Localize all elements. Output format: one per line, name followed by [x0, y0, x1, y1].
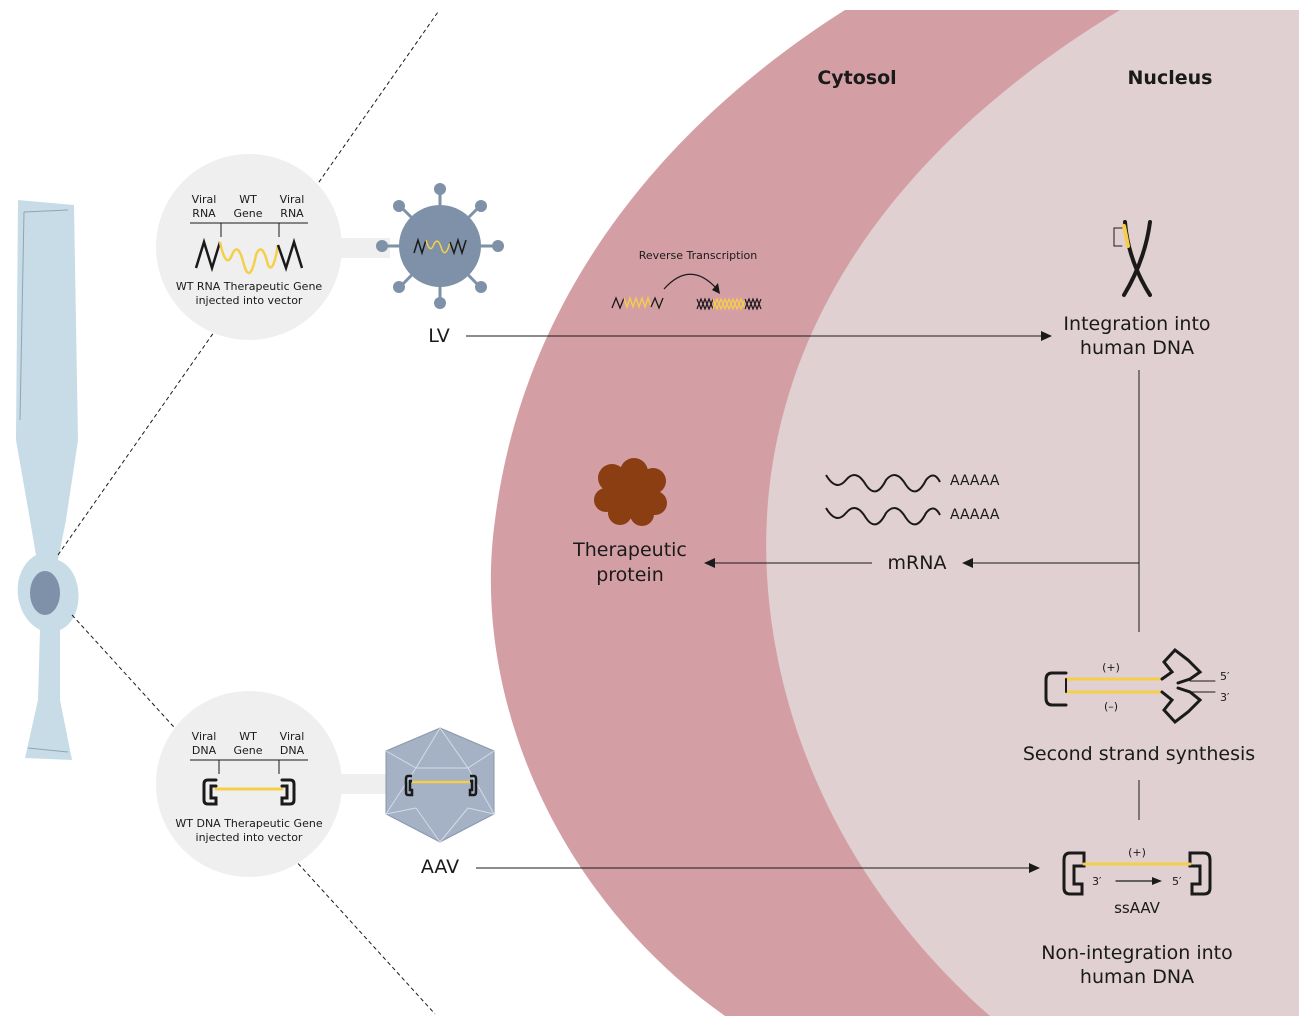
five-prime-top-label: 5′	[1220, 670, 1230, 683]
aav-inset-caption-2: injected into vector	[196, 831, 303, 844]
non-integration-label-2: human DNA	[1080, 966, 1194, 988]
lentivirus-icon	[376, 183, 504, 309]
ssaav-label: ssAAV	[1114, 899, 1161, 917]
viral-dna-right-label-2: DNA	[280, 744, 305, 757]
mrna-to-protein-arrow	[704, 558, 872, 568]
lv-inset-labels: Viral RNA WT Gene Viral RNA	[192, 193, 305, 220]
viral-dna-left-label: Viral	[192, 730, 217, 743]
to-mrna-arrow	[962, 558, 1139, 568]
lv-inset-caption: WT RNA Therapeutic Gene	[176, 280, 323, 293]
reverse-transcription-label: Reverse Transcription	[639, 249, 757, 262]
wt-gene-dna-label-2: Gene	[233, 744, 262, 757]
integration-label-2: human DNA	[1080, 337, 1194, 359]
therapeutic-protein-label-2: protein	[596, 564, 664, 586]
ssaav-icon	[1062, 851, 1212, 896]
nucleus-region	[766, 10, 1299, 1016]
double-strand-aav-icon	[1044, 647, 1216, 725]
poly-a-tail-2: AAAAA	[950, 507, 1000, 523]
cytosol-label: Cytosol	[817, 67, 896, 89]
lv-connector	[335, 238, 390, 258]
aav-capsid-icon	[385, 727, 495, 843]
mrna-label: mRNA	[888, 552, 947, 574]
reverse-transcription-icon	[611, 273, 762, 311]
cell-nucleus	[30, 571, 60, 615]
aav-inset-caption: WT DNA Therapeutic Gene	[175, 817, 322, 830]
second-strand-label: Second strand synthesis	[1023, 743, 1255, 765]
aav-to-ssaav-arrow	[476, 863, 1040, 873]
aav-inset-labels: Viral DNA WT Gene Viral DNA	[192, 730, 305, 757]
non-integration-label: Non-integration into	[1041, 942, 1233, 964]
viral-dna-right-label: Viral	[280, 730, 305, 743]
viral-rna-right-label-2: RNA	[280, 207, 304, 220]
protein-icon	[594, 458, 667, 526]
three-prime-top-label: 3′	[1220, 691, 1230, 704]
photoreceptor-cell	[16, 200, 79, 760]
wt-gene-dna-label: WT	[239, 730, 257, 743]
wt-gene-label-2: Gene	[233, 207, 262, 220]
mrna-strands-icon	[825, 474, 941, 526]
dna-construct-icon	[202, 778, 296, 806]
viral-rna-left-label-2: RNA	[192, 207, 216, 220]
plus-strand-label: (+)	[1102, 661, 1120, 674]
wt-gene-label: WT	[239, 193, 257, 206]
viral-rna-right-label: Viral	[280, 193, 305, 206]
lv-inset-caption-2: injected into vector	[196, 294, 303, 307]
ssaav-plus-label: (+)	[1128, 846, 1146, 859]
integration-label: Integration into	[1063, 313, 1210, 335]
aav-inset-bubble	[156, 691, 342, 877]
nucleus-label: Nucleus	[1128, 67, 1213, 89]
chromosome-icon	[1113, 220, 1152, 297]
therapeutic-protein-label: Therapeutic	[572, 539, 687, 561]
aav-connector	[335, 774, 390, 794]
ssaav-three-prime-label: 3′	[1092, 875, 1102, 888]
lv-label: LV	[428, 325, 450, 347]
lv-inset-bubble	[156, 154, 342, 340]
lv-to-integration-arrow	[466, 331, 1052, 341]
ssaav-five-prime-label: 5′	[1172, 875, 1182, 888]
poly-a-tail-1: AAAAA	[950, 473, 1000, 489]
rna-strand-icon	[194, 237, 304, 275]
viral-rna-left-label: Viral	[192, 193, 217, 206]
viral-dna-left-label-2: DNA	[192, 744, 217, 757]
aav-label: AAV	[421, 856, 459, 878]
minus-strand-label: (–)	[1104, 700, 1118, 713]
